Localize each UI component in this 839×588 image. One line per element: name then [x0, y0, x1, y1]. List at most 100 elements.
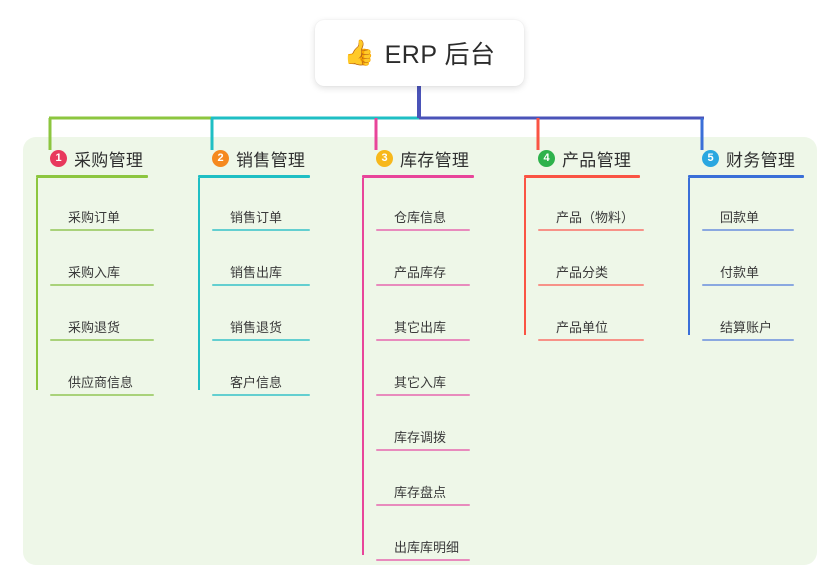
branch-badge-3: 3 [376, 149, 393, 167]
branch-5[interactable]: 5 财务管理回款单付款单结算账户 [688, 146, 804, 343]
branch-header-2[interactable]: 2 销售管理 [198, 146, 310, 170]
leaf-label: 采购入库 [68, 265, 121, 280]
leaf-underline [376, 284, 470, 286]
branch-underline-2 [198, 175, 310, 178]
branch-4[interactable]: 4 产品管理产品（物料） 产品分类产品单位 [524, 146, 644, 343]
leaf-underline [538, 339, 644, 341]
leaf-underline [702, 339, 794, 341]
leaf-underline [212, 339, 310, 341]
branch-underline-4 [524, 175, 640, 178]
branch-title-4: 产品管理 [562, 150, 632, 170]
leaf-item[interactable]: 其它出库 [376, 288, 474, 343]
diagram-background-card [23, 137, 817, 565]
leaf-label: 其它入库 [394, 375, 447, 390]
branch-spine-3 [362, 178, 364, 555]
branch-spine-2 [198, 178, 200, 390]
leaf-label: 结算账户 [720, 320, 773, 335]
branch-title-3: 库存管理 [400, 150, 470, 170]
leaf-underline [376, 394, 470, 396]
thumbs-up-icon: 👍 [343, 38, 375, 67]
leaf-label: 销售退货 [230, 320, 283, 335]
branch-1[interactable]: 1 采购管理采购订单采购入库采购退货供应商信息 [36, 146, 154, 398]
branch-underline-1 [36, 175, 148, 178]
branch-header-1[interactable]: 1 采购管理 [36, 146, 154, 170]
leaf-list-4: 产品（物料） 产品分类产品单位 [524, 178, 644, 343]
leaf-underline [212, 229, 310, 231]
branch-underline-5 [688, 175, 804, 178]
leaf-label: 产品（物料） [556, 210, 635, 225]
leaf-underline [376, 504, 470, 506]
root-node[interactable]: 👍 ERP 后台 [315, 20, 524, 86]
leaf-list-1: 采购订单采购入库采购退货供应商信息 [36, 178, 154, 398]
leaf-list-2: 销售订单销售出库销售退货客户信息 [198, 178, 310, 398]
branch-header-5[interactable]: 5 财务管理 [688, 146, 804, 170]
leaf-item[interactable]: 产品（物料） [538, 178, 644, 233]
leaf-label: 产品库存 [394, 265, 447, 280]
leaf-item[interactable]: 采购订单 [50, 178, 154, 233]
root-title: ERP 后台 [384, 41, 496, 69]
branch-underline-3 [362, 175, 474, 178]
leaf-underline [212, 284, 310, 286]
leaf-item[interactable]: 销售订单 [212, 178, 310, 233]
leaf-label: 其它出库 [394, 320, 447, 335]
leaf-item[interactable]: 采购退货 [50, 288, 154, 343]
leaf-underline [538, 284, 644, 286]
leaf-label: 库存盘点 [394, 485, 447, 500]
leaf-underline [50, 284, 154, 286]
leaf-label: 出库库明细 [394, 540, 460, 555]
branch-3[interactable]: 3 库存管理仓库信息产品库存其它出库其它入库库存调拨库存盘点出库库明细 [362, 146, 474, 563]
leaf-label: 销售订单 [230, 210, 283, 225]
leaf-item[interactable]: 其它入库 [376, 343, 474, 398]
branch-badge-1: 1 [50, 149, 67, 167]
leaf-item[interactable]: 产品分类 [538, 233, 644, 288]
leaf-label: 库存调拨 [394, 430, 447, 445]
leaf-underline [702, 284, 794, 286]
leaf-underline [538, 229, 644, 231]
leaf-item[interactable]: 产品单位 [538, 288, 644, 343]
leaf-label: 采购订单 [68, 210, 121, 225]
leaf-label: 付款单 [720, 265, 760, 280]
leaf-underline [376, 449, 470, 451]
leaf-item[interactable]: 产品库存 [376, 233, 474, 288]
leaf-underline [702, 229, 794, 231]
leaf-item[interactable]: 销售出库 [212, 233, 310, 288]
leaf-item[interactable]: 回款单 [702, 178, 804, 233]
leaf-item[interactable]: 客户信息 [212, 343, 310, 398]
branch-title-2: 销售管理 [236, 150, 306, 170]
leaf-list-5: 回款单付款单结算账户 [688, 178, 804, 343]
branch-title-1: 采购管理 [74, 150, 144, 170]
branch-2[interactable]: 2 销售管理销售订单销售出库销售退货客户信息 [198, 146, 310, 398]
branch-header-3[interactable]: 3 库存管理 [362, 146, 474, 170]
leaf-item[interactable]: 采购入库 [50, 233, 154, 288]
leaf-underline [376, 559, 470, 561]
branch-header-4[interactable]: 4 产品管理 [524, 146, 644, 170]
leaf-label: 回款单 [720, 210, 760, 225]
leaf-label: 产品分类 [556, 265, 609, 280]
leaf-underline [376, 229, 470, 231]
leaf-item[interactable]: 库存调拨 [376, 398, 474, 453]
leaf-label: 产品单位 [556, 320, 609, 335]
leaf-label: 客户信息 [230, 375, 283, 390]
leaf-item[interactable]: 付款单 [702, 233, 804, 288]
leaf-item[interactable]: 出库库明细 [376, 508, 474, 563]
leaf-label: 仓库信息 [394, 210, 447, 225]
leaf-item[interactable]: 库存盘点 [376, 453, 474, 508]
branch-badge-4: 4 [538, 149, 555, 167]
branch-title-5: 财务管理 [726, 150, 796, 170]
leaf-label: 采购退货 [68, 320, 121, 335]
leaf-underline [212, 394, 310, 396]
leaf-item[interactable]: 销售退货 [212, 288, 310, 343]
leaf-underline [50, 339, 154, 341]
branch-spine-4 [524, 178, 526, 335]
leaf-item[interactable]: 供应商信息 [50, 343, 154, 398]
branch-badge-2: 2 [212, 149, 229, 167]
leaf-item[interactable]: 仓库信息 [376, 178, 474, 233]
leaf-underline [376, 339, 470, 341]
leaf-list-3: 仓库信息产品库存其它出库其它入库库存调拨库存盘点出库库明细 [362, 178, 474, 563]
leaf-underline [50, 394, 154, 396]
leaf-item[interactable]: 结算账户 [702, 288, 804, 343]
leaf-label: 销售出库 [230, 265, 283, 280]
leaf-label: 供应商信息 [68, 375, 134, 390]
branch-badge-5: 5 [702, 149, 719, 167]
